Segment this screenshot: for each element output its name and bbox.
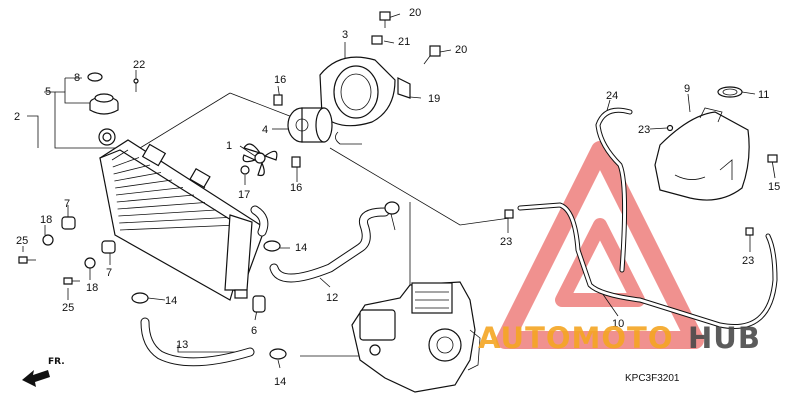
callout-3: 3 xyxy=(342,29,348,41)
direction-label: FR. xyxy=(48,357,65,367)
callout-4: 4 xyxy=(262,124,268,136)
callout-21: 21 xyxy=(398,36,410,48)
radiator-fin-line xyxy=(118,209,217,217)
callout-2: 2 xyxy=(14,111,20,123)
callout-6: 6 xyxy=(251,325,257,337)
hoses xyxy=(140,107,778,367)
callout-7: 7 xyxy=(106,267,112,279)
callout-25: 25 xyxy=(62,302,74,314)
callout-18: 18 xyxy=(40,214,52,226)
callout-23: 23 xyxy=(500,236,512,248)
callout-19: 19 xyxy=(428,93,440,105)
hose-clamps xyxy=(131,201,754,360)
radiator-cap xyxy=(87,72,139,115)
mounting-rubbers-left xyxy=(18,216,266,313)
watermark-right: HUB xyxy=(688,321,761,355)
callout-20: 20 xyxy=(409,7,421,19)
callout-9: 9 xyxy=(684,83,690,95)
radiator-fin-line xyxy=(116,194,195,203)
fan-shroud xyxy=(319,56,411,145)
diagram-code: KPC3F3201 xyxy=(625,373,680,384)
callout-11: 11 xyxy=(758,89,769,101)
callout-25: 25 xyxy=(16,235,28,247)
watermark-left: AUTOMOTO xyxy=(478,321,673,355)
radiator-fin-line xyxy=(115,187,184,196)
callout-14: 14 xyxy=(274,376,286,388)
radiator-fin-line xyxy=(115,179,173,189)
callout-1: 1 xyxy=(226,140,232,152)
callout-20: 20 xyxy=(455,44,467,56)
callout-16: 16 xyxy=(274,74,286,86)
callout-8: 8 xyxy=(74,72,80,84)
radiator-fin-line xyxy=(117,202,206,210)
callout-15: 15 xyxy=(768,181,780,193)
watermark-text: AUTOMOTO HUB xyxy=(478,321,761,355)
callout-23: 23 xyxy=(742,255,754,267)
callout-23: 23 xyxy=(638,124,650,136)
callout-14: 14 xyxy=(165,295,177,307)
radiator xyxy=(98,128,266,301)
radiator-fin-line xyxy=(119,224,239,231)
cooling-fan xyxy=(242,143,278,177)
callout-17: 17 xyxy=(238,189,250,201)
callout-13: 13 xyxy=(176,339,188,351)
radiator-fin-line xyxy=(113,164,151,175)
engine xyxy=(351,281,481,393)
front-direction-arrow: FR. xyxy=(22,357,65,387)
callout-12: 12 xyxy=(326,292,338,304)
radiator-fin-line xyxy=(111,149,129,161)
reserve-tank xyxy=(654,86,778,201)
callout-16: 16 xyxy=(290,182,302,194)
radiator-fin-line xyxy=(112,157,140,168)
callout-24: 24 xyxy=(606,90,618,102)
callout-14: 14 xyxy=(295,242,307,254)
callout-7: 7 xyxy=(64,198,70,210)
callout-22: 22 xyxy=(133,59,145,71)
fan-motor xyxy=(287,107,333,143)
radiator-fin-line xyxy=(114,172,162,182)
radiator-fin-line xyxy=(119,217,228,224)
callout-18: 18 xyxy=(86,282,98,294)
callout-5: 5 xyxy=(45,86,51,98)
fasteners-top xyxy=(240,11,441,175)
callout-10: 10 xyxy=(612,318,624,330)
